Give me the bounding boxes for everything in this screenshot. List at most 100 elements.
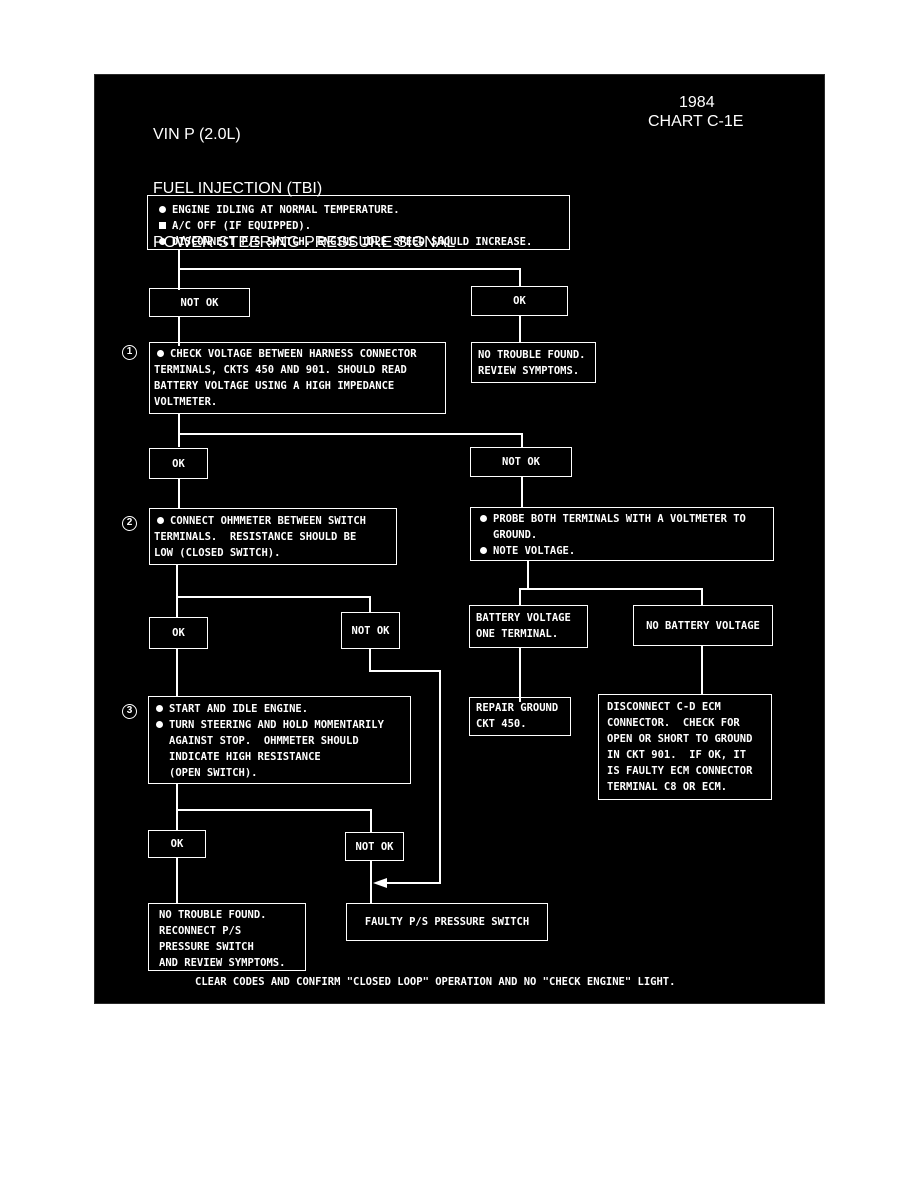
battery-one-line-1: BATTERY VOLTAGE bbox=[476, 612, 571, 624]
connector-line bbox=[519, 588, 521, 605]
start-condition-idle: ENGINE IDLING AT NORMAL TEMPERATURE. bbox=[156, 202, 561, 218]
no-trouble-2-line-4: AND REVIEW SYMPTOMS. bbox=[159, 957, 286, 969]
title-line-injection: FUEL INJECTION (TBI) bbox=[153, 180, 323, 197]
title-line-vin: VIN P (2.0L) bbox=[153, 126, 241, 143]
ohmmeter-line-3: LOW (CLOSED SWITCH). bbox=[154, 547, 281, 559]
connector-line bbox=[369, 596, 371, 612]
connector-line bbox=[178, 316, 180, 346]
check-voltage-box: CHECK VOLTAGE BETWEEN HARNESS CONNECTOR … bbox=[149, 342, 446, 414]
no-trouble-found-box-2: NO TROUBLE FOUND. RECONNECT P/S PRESSURE… bbox=[148, 903, 306, 971]
connector-line bbox=[178, 414, 180, 447]
connector-line bbox=[701, 646, 703, 694]
start-condition-disconnect: DISCONNECT P/S SWITCH. ENGINE IDLE SPEED… bbox=[156, 234, 561, 250]
ohmmeter-line-1: CONNECT OHMMETER BETWEEN SWITCH bbox=[154, 513, 392, 529]
disconnect-ecm-line-3: OPEN OR SHORT TO GROUND bbox=[607, 733, 753, 745]
flowchart-panel: VIN P (2.0L) FUEL INJECTION (TBI) POWER … bbox=[94, 74, 825, 1004]
check-voltage-not-ok-box: NOT OK bbox=[470, 447, 572, 477]
repair-ground-line-1: REPAIR GROUND bbox=[476, 702, 559, 714]
start-idle-line-5: (OPEN SWITCH). bbox=[169, 767, 258, 779]
probe-terminals-box: PROBE BOTH TERMINALS WITH A VOLTMETER TO… bbox=[470, 507, 774, 561]
step-marker-3: 3 bbox=[122, 704, 137, 719]
check-voltage-line-3: BATTERY VOLTAGE USING A HIGH IMPEDANCE bbox=[154, 380, 395, 392]
no-battery-voltage-box: NO BATTERY VOLTAGE bbox=[633, 605, 773, 646]
ohmmeter-ok-box: OK bbox=[149, 617, 208, 649]
repair-ground-line-2: CKT 450. bbox=[476, 718, 527, 730]
start-condition-ac: A/C OFF (IF EQUIPPED). bbox=[156, 218, 561, 234]
disconnect-ecm-line-4: IN CKT 901. IF OK, IT bbox=[607, 749, 747, 761]
connector-line bbox=[701, 588, 703, 605]
start-idle-box: START AND IDLE ENGINE. TURN STEERING AND… bbox=[148, 696, 411, 784]
final-not-ok-label: NOT OK bbox=[355, 840, 394, 853]
disconnect-ecm-line-2: CONNECTOR. CHECK FOR bbox=[607, 717, 740, 729]
connector-line bbox=[439, 670, 441, 883]
probe-line-1: PROBE BOTH TERMINALS WITH A VOLTMETER TO bbox=[477, 511, 767, 527]
no-trouble-2-line-2: RECONNECT P/S bbox=[159, 925, 242, 937]
start-not-ok-box: NOT OK bbox=[149, 288, 250, 317]
check-voltage-ok-box: OK bbox=[149, 448, 208, 479]
connector-line bbox=[178, 433, 523, 435]
ohmmeter-not-ok-box: NOT OK bbox=[341, 612, 400, 649]
no-trouble-1-line-1: NO TROUBLE FOUND. bbox=[478, 349, 586, 361]
faulty-switch-label: FAULTY P/S PRESSURE SWITCH bbox=[364, 916, 530, 928]
chart-title: VIN P (2.0L) FUEL INJECTION (TBI) POWER … bbox=[153, 90, 455, 288]
disconnect-ecm-box: DISCONNECT C-D ECM CONNECTOR. CHECK FOR … bbox=[598, 694, 772, 800]
battery-one-line-2: ONE TERMINAL. bbox=[476, 628, 559, 640]
connector-line bbox=[519, 588, 703, 590]
start-idle-line-2: TURN STEERING AND HOLD MOMENTARILY bbox=[153, 717, 406, 733]
final-not-ok-box: NOT OK bbox=[345, 832, 404, 861]
start-ok-label: OK bbox=[513, 295, 526, 307]
connector-line bbox=[527, 561, 529, 590]
repair-ground-box: REPAIR GROUND CKT 450. bbox=[469, 697, 571, 736]
connector-line bbox=[385, 882, 441, 884]
disconnect-ecm-line-6: TERMINAL C8 OR ECM. bbox=[607, 781, 728, 793]
connector-line bbox=[176, 857, 178, 903]
connector-line bbox=[176, 649, 178, 696]
check-voltage-line-4: VOLTMETER. bbox=[154, 396, 218, 408]
connector-line bbox=[369, 649, 371, 671]
probe-line-3: NOTE VOLTAGE. bbox=[477, 543, 767, 559]
ohmmeter-box: CONNECT OHMMETER BETWEEN SWITCH TERMINAL… bbox=[149, 508, 397, 565]
disconnect-ecm-line-5: IS FAULTY ECM CONNECTOR bbox=[607, 765, 753, 777]
no-battery-voltage-label: NO BATTERY VOLTAGE bbox=[646, 619, 760, 632]
no-trouble-2-line-1: NO TROUBLE FOUND. bbox=[159, 909, 267, 921]
faulty-switch-box: FAULTY P/S PRESSURE SWITCH bbox=[346, 903, 548, 941]
check-voltage-line-2: TERMINALS, CKTS 450 AND 901. SHOULD READ bbox=[154, 364, 407, 376]
ohmmeter-line-2: TERMINALS. RESISTANCE SHOULD BE bbox=[154, 531, 357, 543]
connector-line bbox=[370, 809, 372, 832]
start-idle-line-3: AGAINST STOP. OHMMETER SHOULD bbox=[169, 735, 359, 747]
ohmmeter-not-ok-label: NOT OK bbox=[351, 624, 390, 637]
no-trouble-2-line-3: PRESSURE SWITCH bbox=[159, 941, 254, 953]
connector-line bbox=[178, 479, 180, 508]
connector-line bbox=[176, 809, 372, 811]
connector-line bbox=[370, 861, 372, 903]
check-voltage-not-ok-label: NOT OK bbox=[502, 456, 540, 468]
connector-line bbox=[519, 648, 521, 702]
disconnect-ecm-line-1: DISCONNECT C-D ECM bbox=[607, 701, 721, 713]
no-trouble-found-box-1: NO TROUBLE FOUND. REVIEW SYMPTOMS. bbox=[471, 342, 596, 383]
check-voltage-ok-label: OK bbox=[172, 457, 185, 470]
connector-line bbox=[178, 268, 521, 270]
step-marker-1: 1 bbox=[122, 345, 137, 360]
connector-line bbox=[176, 564, 178, 617]
connector-line bbox=[176, 784, 178, 830]
start-conditions-box: ENGINE IDLING AT NORMAL TEMPERATURE. A/C… bbox=[147, 195, 570, 250]
start-idle-line-1: START AND IDLE ENGINE. bbox=[153, 701, 406, 717]
connector-line bbox=[176, 596, 371, 598]
arrowhead-icon bbox=[373, 878, 387, 888]
chart-id: CHART C-1E bbox=[648, 113, 744, 130]
connector-line bbox=[369, 670, 441, 672]
title-line-signal: POWER STEERING PRESSURE SIGNAL bbox=[153, 234, 456, 251]
start-not-ok-label: NOT OK bbox=[180, 296, 219, 309]
start-ok-box: OK bbox=[471, 286, 568, 316]
check-voltage-line-1: CHECK VOLTAGE BETWEEN HARNESS CONNECTOR bbox=[154, 346, 441, 362]
connector-line bbox=[519, 268, 521, 286]
chart-year: 1984 bbox=[679, 94, 715, 111]
ohmmeter-ok-label: OK bbox=[172, 627, 185, 639]
connector-line bbox=[521, 433, 523, 447]
final-ok-label: OK bbox=[170, 838, 184, 850]
footer-note: CLEAR CODES AND CONFIRM "CLOSED LOOP" OP… bbox=[195, 976, 676, 988]
connector-line bbox=[519, 316, 521, 342]
battery-one-terminal-box: BATTERY VOLTAGE ONE TERMINAL. bbox=[469, 605, 588, 648]
start-idle-line-4: INDICATE HIGH RESISTANCE bbox=[169, 751, 321, 763]
probe-line-2: GROUND. bbox=[493, 529, 538, 541]
